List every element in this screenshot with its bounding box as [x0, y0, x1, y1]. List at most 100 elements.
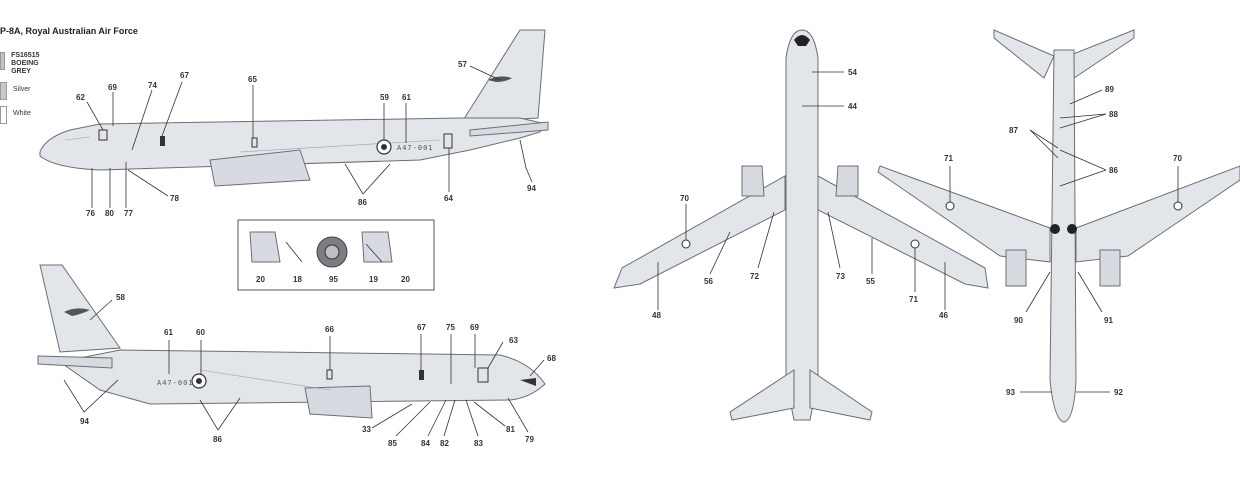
callout-86: 86: [213, 435, 222, 444]
callout-67: 67: [417, 323, 426, 332]
callout-66: 66: [325, 325, 334, 334]
callout-20b: 20: [401, 275, 410, 284]
callout-63: 63: [509, 336, 518, 345]
callout-64: 64: [444, 194, 453, 203]
hatch-detail: [326, 369, 333, 380]
right-stabilizer: [1067, 29, 1135, 79]
side-view-right: A47-001: [37, 264, 546, 437]
legend-code: FS16515: [11, 52, 40, 59]
left-wing: [613, 175, 786, 289]
callout-81: 81: [506, 425, 515, 434]
legend-swatch: [0, 52, 6, 70]
callout-94: 94: [527, 184, 536, 193]
door-detail: [477, 367, 489, 383]
callout-83: 83: [474, 439, 483, 448]
callout-92: 92: [1114, 388, 1123, 397]
callout-71: 71: [909, 295, 918, 304]
bottom-view: [877, 29, 1240, 423]
top-view-callouts: 54 44 70 72 73 56 55 71 48 46: [652, 68, 948, 320]
side-view-left-callouts: 62 69 74 67 65 59 61 57 76 80 77 78 86 6…: [76, 60, 536, 218]
callout-20: 20: [256, 275, 265, 284]
main-wheel-right: [1067, 224, 1077, 234]
callout-57: 57: [458, 60, 467, 69]
legend-item-boeing-grey: FS16515 BOEING GREY: [0, 52, 41, 76]
horizontal-stabilizer: [469, 121, 549, 137]
callout-56: 56: [704, 277, 713, 286]
legend-swatch: [0, 106, 7, 124]
callout-59: 59: [380, 93, 389, 102]
callout-44: 44: [848, 102, 857, 111]
door-detail: [443, 133, 453, 149]
legend-name: Silver: [13, 86, 31, 93]
legend-item-white: White: [0, 106, 31, 124]
callout-72: 72: [750, 272, 759, 281]
left-stabilizer: [729, 369, 795, 421]
callout-33: 33: [362, 425, 371, 434]
fuselage: [1049, 49, 1077, 423]
legend-name: White: [13, 110, 31, 117]
kangaroo-tail-emblem: [64, 308, 90, 316]
registration-text: A47-001: [397, 144, 434, 152]
callout-68: 68: [547, 354, 556, 363]
callout-84: 84: [421, 439, 430, 448]
intake-detail-left: [249, 231, 281, 263]
engine-nacelle: [304, 385, 373, 419]
callout-60: 60: [196, 328, 205, 337]
bottom-view-callouts: 89 88 87 86 71 70 90 91 93 92: [944, 85, 1182, 397]
left-stabilizer: [993, 29, 1055, 79]
callout-69: 69: [108, 83, 117, 92]
roundel: [945, 201, 955, 211]
engine-nacelle: [209, 149, 311, 187]
callout-77: 77: [124, 209, 133, 218]
callout-70: 70: [680, 194, 689, 203]
callout-82: 82: [440, 439, 449, 448]
callout-65: 65: [248, 75, 257, 84]
side-view-right-callouts: 58 61 60 66 67 75 69 63 68 94 86 33 85 8…: [80, 293, 556, 448]
callout-90: 90: [1014, 316, 1023, 325]
callout-48: 48: [652, 311, 661, 320]
callout-62: 62: [76, 93, 85, 102]
callout-73: 73: [836, 272, 845, 281]
callout-93: 93: [1006, 388, 1015, 397]
callout-54: 54: [848, 68, 857, 77]
roundel: [1173, 201, 1183, 211]
callout-61: 61: [402, 93, 411, 102]
registration-text: A47-001: [157, 379, 194, 387]
callout-46: 46: [939, 311, 948, 320]
right-stabilizer: [809, 369, 873, 421]
roundel-center: [381, 144, 387, 150]
callout-78: 78: [170, 194, 179, 203]
left-engine: [741, 165, 765, 197]
callout-67: 67: [180, 71, 189, 80]
callout-88: 88: [1109, 110, 1118, 119]
antenna-detail: [160, 136, 165, 146]
left-engine: [1005, 249, 1027, 287]
main-wheel-left: [1050, 224, 1060, 234]
callout-55: 55: [866, 277, 875, 286]
callout-87: 87: [1009, 126, 1018, 135]
antenna-detail: [419, 370, 424, 380]
legend-name: BOEING GREY: [11, 60, 39, 75]
engine-detail-box: 20 18 95 19 20: [237, 219, 435, 291]
callout-85: 85: [388, 439, 397, 448]
callout-61: 61: [164, 328, 173, 337]
fuselage: [39, 117, 547, 171]
top-view: [613, 29, 989, 421]
callout-71: 71: [944, 154, 953, 163]
callout-94: 94: [80, 417, 89, 426]
engine-spinner-detail: [324, 244, 340, 260]
fuselage: [785, 29, 819, 421]
fuselage: [58, 349, 546, 405]
roundel: [910, 239, 920, 249]
roundel: [681, 239, 691, 249]
right-engine: [1099, 249, 1121, 287]
callout-86: 86: [358, 198, 367, 207]
callout-95: 95: [329, 275, 338, 284]
callout-80: 80: [105, 209, 114, 218]
nose-radome: [794, 35, 810, 46]
callout-18: 18: [293, 275, 302, 284]
cockpit-window-detail: [520, 378, 536, 386]
callout-70: 70: [1173, 154, 1182, 163]
callout-86: 86: [1109, 166, 1118, 175]
callout-19: 19: [369, 275, 378, 284]
